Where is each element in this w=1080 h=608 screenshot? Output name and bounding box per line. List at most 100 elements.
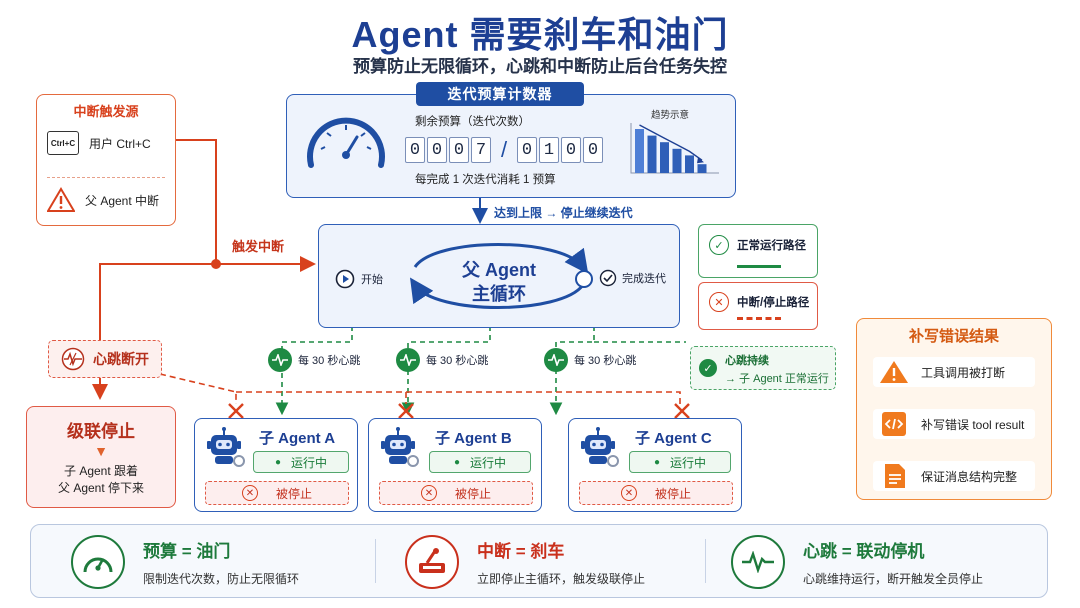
digit: 1 [539,137,559,163]
status-running-label: 运行中 [670,455,707,470]
fix-results-panel: 补写错误结果 工具调用被打断 补写错误 tool result 保证消息结构完整 [856,318,1052,500]
heartbeat-chip-a: 每 30 秒心跳 [268,348,360,372]
status-stopped-label: 被停止 [454,486,491,501]
status-stopped: ✕ 被停止 [205,481,349,505]
trend-bar [660,142,669,173]
digit: 0 [427,137,447,163]
summary-desc: 立即停止主循环，触发级联停止 [477,572,646,586]
summary-desc: 心跳维持运行，断开触发全员停止 [803,572,984,586]
page-title: Agent 需要刹车和油门 [351,14,729,55]
trend-bar [647,135,657,173]
x-circle-icon: ✕ [620,485,637,501]
heartbeat-chip-b: 每 30 秒心跳 [396,348,488,372]
main-loop-panel: 父 Agent 主循环 开始 完成迭代 [318,224,680,328]
heartbeat-label: 每 30 秒心跳 [574,355,637,367]
interrupt-sources-panel: 中断触发源 Ctrl+C 用户 Ctrl+C 父 Agent 中断 [36,94,176,226]
gauge-icon [307,117,385,168]
heartbeat-icon [268,348,292,372]
budget-panel: 剩余预算（迭代次数） 0 0 0 7 / 0 1 0 0 每完成 1 次迭代消耗… [286,94,736,198]
divider [47,177,165,178]
summary-divider [375,539,376,583]
status-running-label: 运行中 [291,455,328,470]
heartbeat-label: 每 30 秒心跳 [298,355,361,367]
summary-title: 预算 = 油门 [143,542,231,561]
robot-icon [207,427,245,467]
summary-title: 心跳 = 联动停机 [803,542,925,561]
heartbeat-icon [544,348,568,372]
fix-step: 工具调用被打断 [873,357,1035,387]
cascade-stop-panel: 级联停止 ▼ 子 Agent 跟着 父 Agent 停下来 [26,406,176,508]
fix-step-label: 补写错误 tool result [921,417,1025,432]
x-circle-icon: ✕ [709,292,729,312]
loop-node-icon [575,270,593,288]
legend-normal-line [737,265,781,268]
main-loop-title: 父 Agent 主循环 [319,258,679,306]
digit: 0 [583,137,603,163]
warning-icon [880,361,908,383]
status-stopped-label: 被停止 [275,486,312,501]
remaining-label: 剩余预算（迭代次数） [415,116,530,128]
x-circle-icon: ✕ [420,485,437,501]
trend-line [639,124,703,161]
keyboard-icon: Ctrl+C [47,131,79,155]
digit: 0 [449,137,469,163]
source-item-parent: 父 Agent 中断 [47,187,159,213]
summary-item-interrupt: 中断 = 刹车 立即停止主循环，触发级联停止 [405,535,645,589]
robot-icon [381,427,419,467]
source-item-ctrl-c: Ctrl+C 用户 Ctrl+C [47,131,151,155]
legend-interrupt-label: 中断/停止路径 [737,297,810,309]
heartbeat-icon [396,348,420,372]
code-file-icon [882,412,906,436]
heartbeat-continue-desc: → 子 Agent 正常运行 [725,373,829,385]
budget-tag: 迭代预算计数器 [416,82,584,106]
trend-bar [635,129,644,173]
status-running: ●运行中 [629,451,731,473]
trend-chart [630,123,719,174]
heartbeat-continue-note: ✓ 心跳持续 → 子 Agent 正常运行 [690,346,836,390]
page-subtitle: 预算防止无限循环，心跳和中断防止后台任务失控 [353,57,727,76]
total-counter: 0 1 0 0 [517,137,603,163]
loop-start: 开始 [335,269,383,289]
digit: 0 [405,137,425,163]
check-circle-icon [599,269,617,287]
agent-name: 子 Agent C [635,430,712,447]
fix-step: 补写错误 tool result [873,409,1035,439]
summary-divider [705,539,706,583]
budget-note: 每完成 1 次迭代消耗 1 预算 [415,174,556,186]
main-loop-title-line1: 父 Agent [462,260,536,280]
heartbeat-continue-title: 心跳持续 [725,355,769,367]
loop-done-label: 完成迭代 [622,273,666,285]
interrupt-sources-title: 中断触发源 [73,104,139,119]
status-running-label: 运行中 [470,455,507,470]
source-label: 父 Agent 中断 [85,193,160,208]
cascade-desc: 子 Agent 跟着 父 Agent 停下来 [27,463,175,497]
fix-results-title: 补写错误结果 [908,328,999,345]
fix-step: 保证消息结构完整 [873,461,1035,491]
digit: 7 [471,137,491,163]
summary-item-heartbeat: 心跳 = 联动停机 心跳维持运行，断开触发全员停止 [731,535,983,589]
loop-start-label: 开始 [361,274,383,286]
cascade-title: 级联停止 [67,422,135,441]
brake-icon [405,535,459,589]
summary-title: 中断 = 刹车 [477,542,565,561]
cascade-desc-line2: 父 Agent 停下来 [57,481,145,495]
play-icon [335,269,355,289]
heartbeat-icon [731,535,785,589]
warning-icon [47,187,75,212]
agent-name: 子 Agent A [259,430,336,447]
fix-step-label: 工具调用被打断 [921,365,1006,380]
legend-normal-label: 正常运行路径 [737,240,806,252]
limit-label: 达到上限 → 停止继续迭代 [494,206,633,220]
summary-item-budget: 预算 = 油门 限制迭代次数，防止无限循环 [71,535,299,589]
broken-heartbeat-icon [61,347,85,371]
trend-label: 趋势示意 [651,110,690,121]
status-running: ●运行中 [253,451,349,473]
robot-icon [581,427,619,467]
status-stopped: ✕ 被停止 [379,481,533,505]
loop-done: 完成迭代 [599,269,666,287]
agent-name: 子 Agent B [435,430,512,447]
trigger-label: 触发中断 [232,239,285,254]
heartbeat-label: 每 30 秒心跳 [426,355,489,367]
x-circle-icon: ✕ [241,485,258,501]
agent-card-a: 子 Agent A ●运行中 ✕ 被停止 [194,418,358,512]
